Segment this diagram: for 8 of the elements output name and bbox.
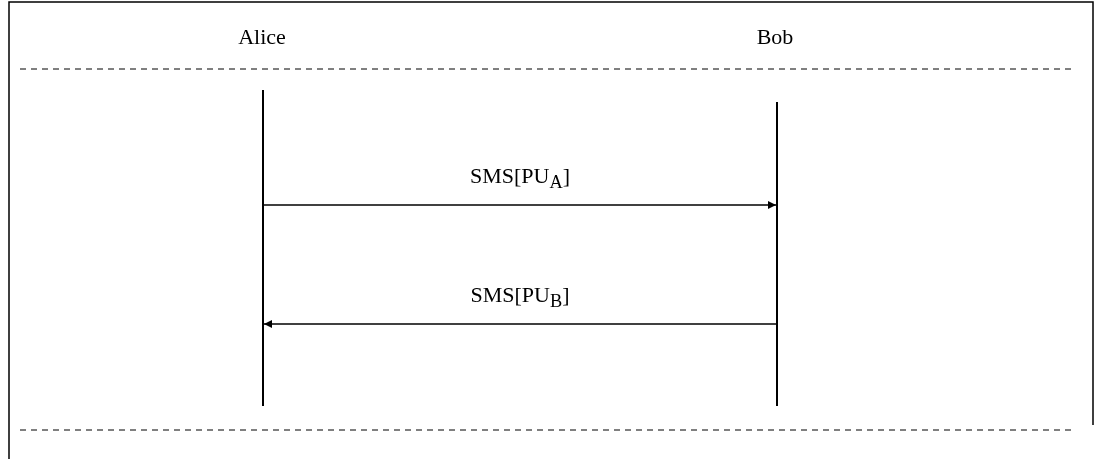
message-arrow <box>263 201 777 209</box>
participant-name: Alice <box>238 24 286 50</box>
message-arrow <box>263 320 777 328</box>
lifeline <box>262 90 264 406</box>
lifeline <box>776 102 778 406</box>
edge-label: SMS[PU$_{A}$] <box>469 163 571 194</box>
edge-label: SMS[PU$_{B}$] <box>470 282 570 313</box>
participant-name: Bob <box>756 24 794 50</box>
